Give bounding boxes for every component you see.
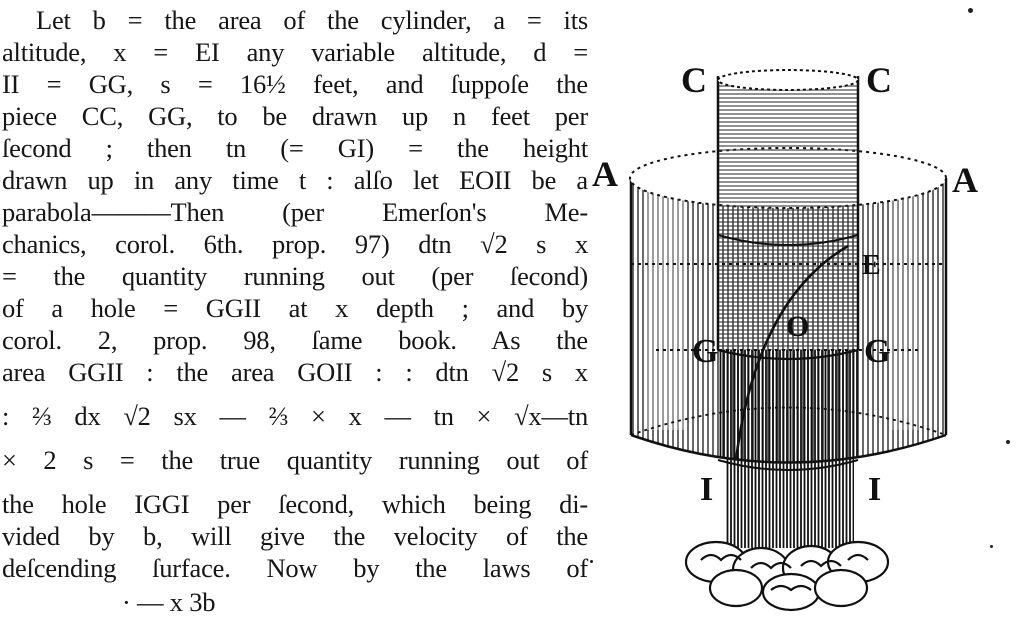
label-i-right: I	[868, 471, 881, 508]
splash-cloud	[684, 540, 890, 612]
text-line-10: of a hole = GGII at x depth ; and by	[2, 293, 588, 323]
label-g-left: G	[692, 333, 718, 370]
text-line-13: : ⅔ dx √2 sx — ⅔ × x — tn × √x—tn	[2, 401, 588, 431]
text-line-16: vided by b, will give the velocity of th…	[2, 521, 588, 551]
text-line-12: area GGII : the area GOII : : dtn √2 s x	[2, 357, 588, 387]
label-c-left: C	[681, 60, 707, 100]
text-line-3: II = GG, s = 16½ feet, and ſuppoſe the	[2, 69, 588, 99]
text-line-14: × 2 s = the true quantity running out of	[2, 445, 588, 475]
label-g-right: G	[864, 333, 890, 370]
label-a-left: A	[592, 154, 618, 194]
print-speck	[968, 8, 973, 13]
text-line-5: ſecond ; then tn (= GI) = the height	[2, 133, 588, 163]
text-line-4: piece CC, GG, to be drawn up n feet per	[2, 101, 588, 131]
outflow-stream	[717, 350, 859, 548]
text-line-1: Let b = the area of the cylinder, a = it…	[36, 5, 588, 35]
print-speck	[990, 545, 993, 548]
text-line-7: parabola———Then (per Emerſon's Me-	[2, 197, 588, 227]
label-e: E	[862, 250, 881, 281]
label-o: O	[786, 310, 809, 343]
text-line-2: altitude, x = EI any variable altitude, …	[2, 37, 588, 67]
text-line-17: deſcending ſurface. Now by the laws of	[2, 553, 588, 583]
label-c-right: C	[866, 60, 892, 100]
cylinder-diagram: C C A A E O G G I I	[592, 60, 978, 612]
print-speck	[1006, 440, 1010, 444]
text-line-8: chanics, corol. 6th. prop. 97) dtn √2 s …	[2, 229, 588, 259]
label-i-left: I	[700, 471, 713, 508]
text-line-15: the hole IGGI per ſecond, which being di…	[2, 489, 588, 519]
label-a-right: A	[952, 160, 978, 200]
parabola-curve	[734, 244, 849, 461]
text-line-11: corol. 2, prop. 98, ſame book. As the	[2, 325, 588, 355]
print-speck	[590, 560, 593, 563]
text-line-6: drawn up in any time t : alſo let EOII b…	[2, 165, 588, 195]
text-line-18: · — x 3b	[122, 587, 216, 617]
text-line-9: = the quantity running out (per ſecond)	[2, 261, 588, 291]
cylinder-figure: C C A A E O G G I I	[586, 40, 1016, 615]
